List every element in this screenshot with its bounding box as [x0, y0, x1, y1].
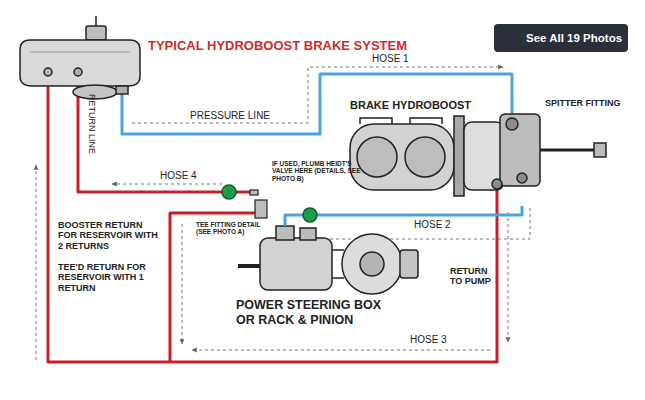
port — [506, 118, 518, 130]
flow-arrow — [36, 165, 37, 360]
master-cylinder — [350, 124, 454, 190]
label-box: HOSE 3 — [410, 334, 447, 346]
fluid-cap — [405, 137, 445, 177]
label-box: RETURN LINE — [87, 94, 97, 154]
steering-box — [238, 226, 418, 294]
flow-arrow — [192, 350, 490, 351]
fluid-cap — [357, 137, 397, 177]
valve-dot — [303, 208, 317, 222]
hose-label: HOSE 2 — [412, 219, 453, 230]
label-box: SPITTER FITTING — [545, 98, 635, 108]
clevis — [594, 143, 606, 157]
gear-housing — [260, 238, 332, 290]
callout-label: HOSE 3 — [410, 334, 447, 346]
input-shaft — [238, 264, 262, 268]
callout-label: HOSE 4 — [160, 170, 197, 182]
sector-housing — [342, 234, 402, 294]
callout-label: TEE'D RETURN FOR RESERVOIR WITH 1 RETURN — [58, 262, 164, 293]
sector-shaft — [360, 252, 384, 276]
spitter-fitting — [500, 114, 540, 186]
diagram-title: TYPICAL HYDROBOOST BRAKE SYSTEM — [148, 38, 407, 53]
pressure-outlet — [116, 86, 128, 94]
flow-arrow — [296, 208, 530, 239]
reservoir-seam — [30, 52, 130, 53]
callout-label: SPITTER FITTING — [545, 98, 635, 108]
node-label: See All 19 Photos — [526, 24, 628, 52]
flow-arrow — [508, 212, 509, 342]
tee-branch — [250, 190, 258, 195]
pushrod — [540, 149, 596, 152]
port — [492, 179, 502, 189]
callout-label: TEE FITTING DETAIL (SEE PHOTO A) — [196, 221, 268, 236]
housing-web — [332, 277, 344, 279]
mount-flange — [454, 116, 464, 196]
label-box: RETURN TO PUMP — [450, 266, 494, 287]
reservoir-cap — [86, 26, 106, 40]
label-box: TEE'D RETURN FOR RESERVOIR WITH 1 RETURN — [58, 262, 164, 293]
title-box: TYPICAL HYDROBOOST BRAKE SYSTEM — [148, 38, 407, 53]
node-label: BRAKE HYDROBOOST — [350, 99, 540, 111]
hydroboost-box: BRAKE HYDROBOOST — [345, 96, 545, 206]
label-box: HOSE 1 — [372, 53, 409, 65]
hose-connector — [285, 206, 522, 226]
label-box: PRESSURE LINE — [190, 110, 270, 122]
tee-fitting — [250, 190, 267, 218]
flow-arrow — [112, 184, 222, 185]
pump-reservoir — [20, 16, 140, 99]
valve-dot — [222, 185, 236, 199]
reservoir-body — [20, 40, 140, 86]
callout-label: RETURN TO PUMP — [450, 266, 494, 287]
return-inlet — [74, 68, 82, 76]
housing-web — [332, 249, 344, 251]
steering-box-node: POWER STEERING BOX OR RACK & PINION — [232, 226, 407, 334]
label-box: IF USED, PLUMB HEIDT'S VALVE HERE (DETAI… — [272, 160, 366, 182]
tee-body — [255, 200, 267, 218]
callout-label: BOOSTER RETURN FOR RESERVOIR WITH 2 RETU… — [58, 220, 158, 251]
label-box: HOSE 4 — [160, 170, 197, 182]
return-port — [300, 228, 316, 240]
callout-label: RETURN LINE — [87, 94, 97, 154]
callout-label: PRESSURE LINE — [190, 110, 270, 122]
callout-label: HOSE 1 — [372, 53, 409, 65]
port — [517, 173, 527, 183]
pressure-port — [276, 226, 294, 240]
callout-label: IF USED, PLUMB HEIDT'S VALVE HERE (DETAI… — [272, 160, 366, 182]
photos-button: See All 19 Photos — [494, 24, 628, 52]
return-inlet — [44, 68, 52, 76]
label-box: BOOSTER RETURN FOR RESERVOIR WITH 2 RETU… — [58, 220, 158, 251]
flow-arrow — [182, 224, 183, 344]
booster-body — [464, 122, 504, 190]
hydroboost-unit — [350, 114, 606, 196]
node-label: POWER STEERING BOX OR RACK & PINION — [236, 298, 401, 328]
label-box: TEE FITTING DETAIL (SEE PHOTO A) — [196, 221, 268, 236]
mount-ear — [400, 250, 418, 278]
cap-strap — [360, 118, 442, 124]
